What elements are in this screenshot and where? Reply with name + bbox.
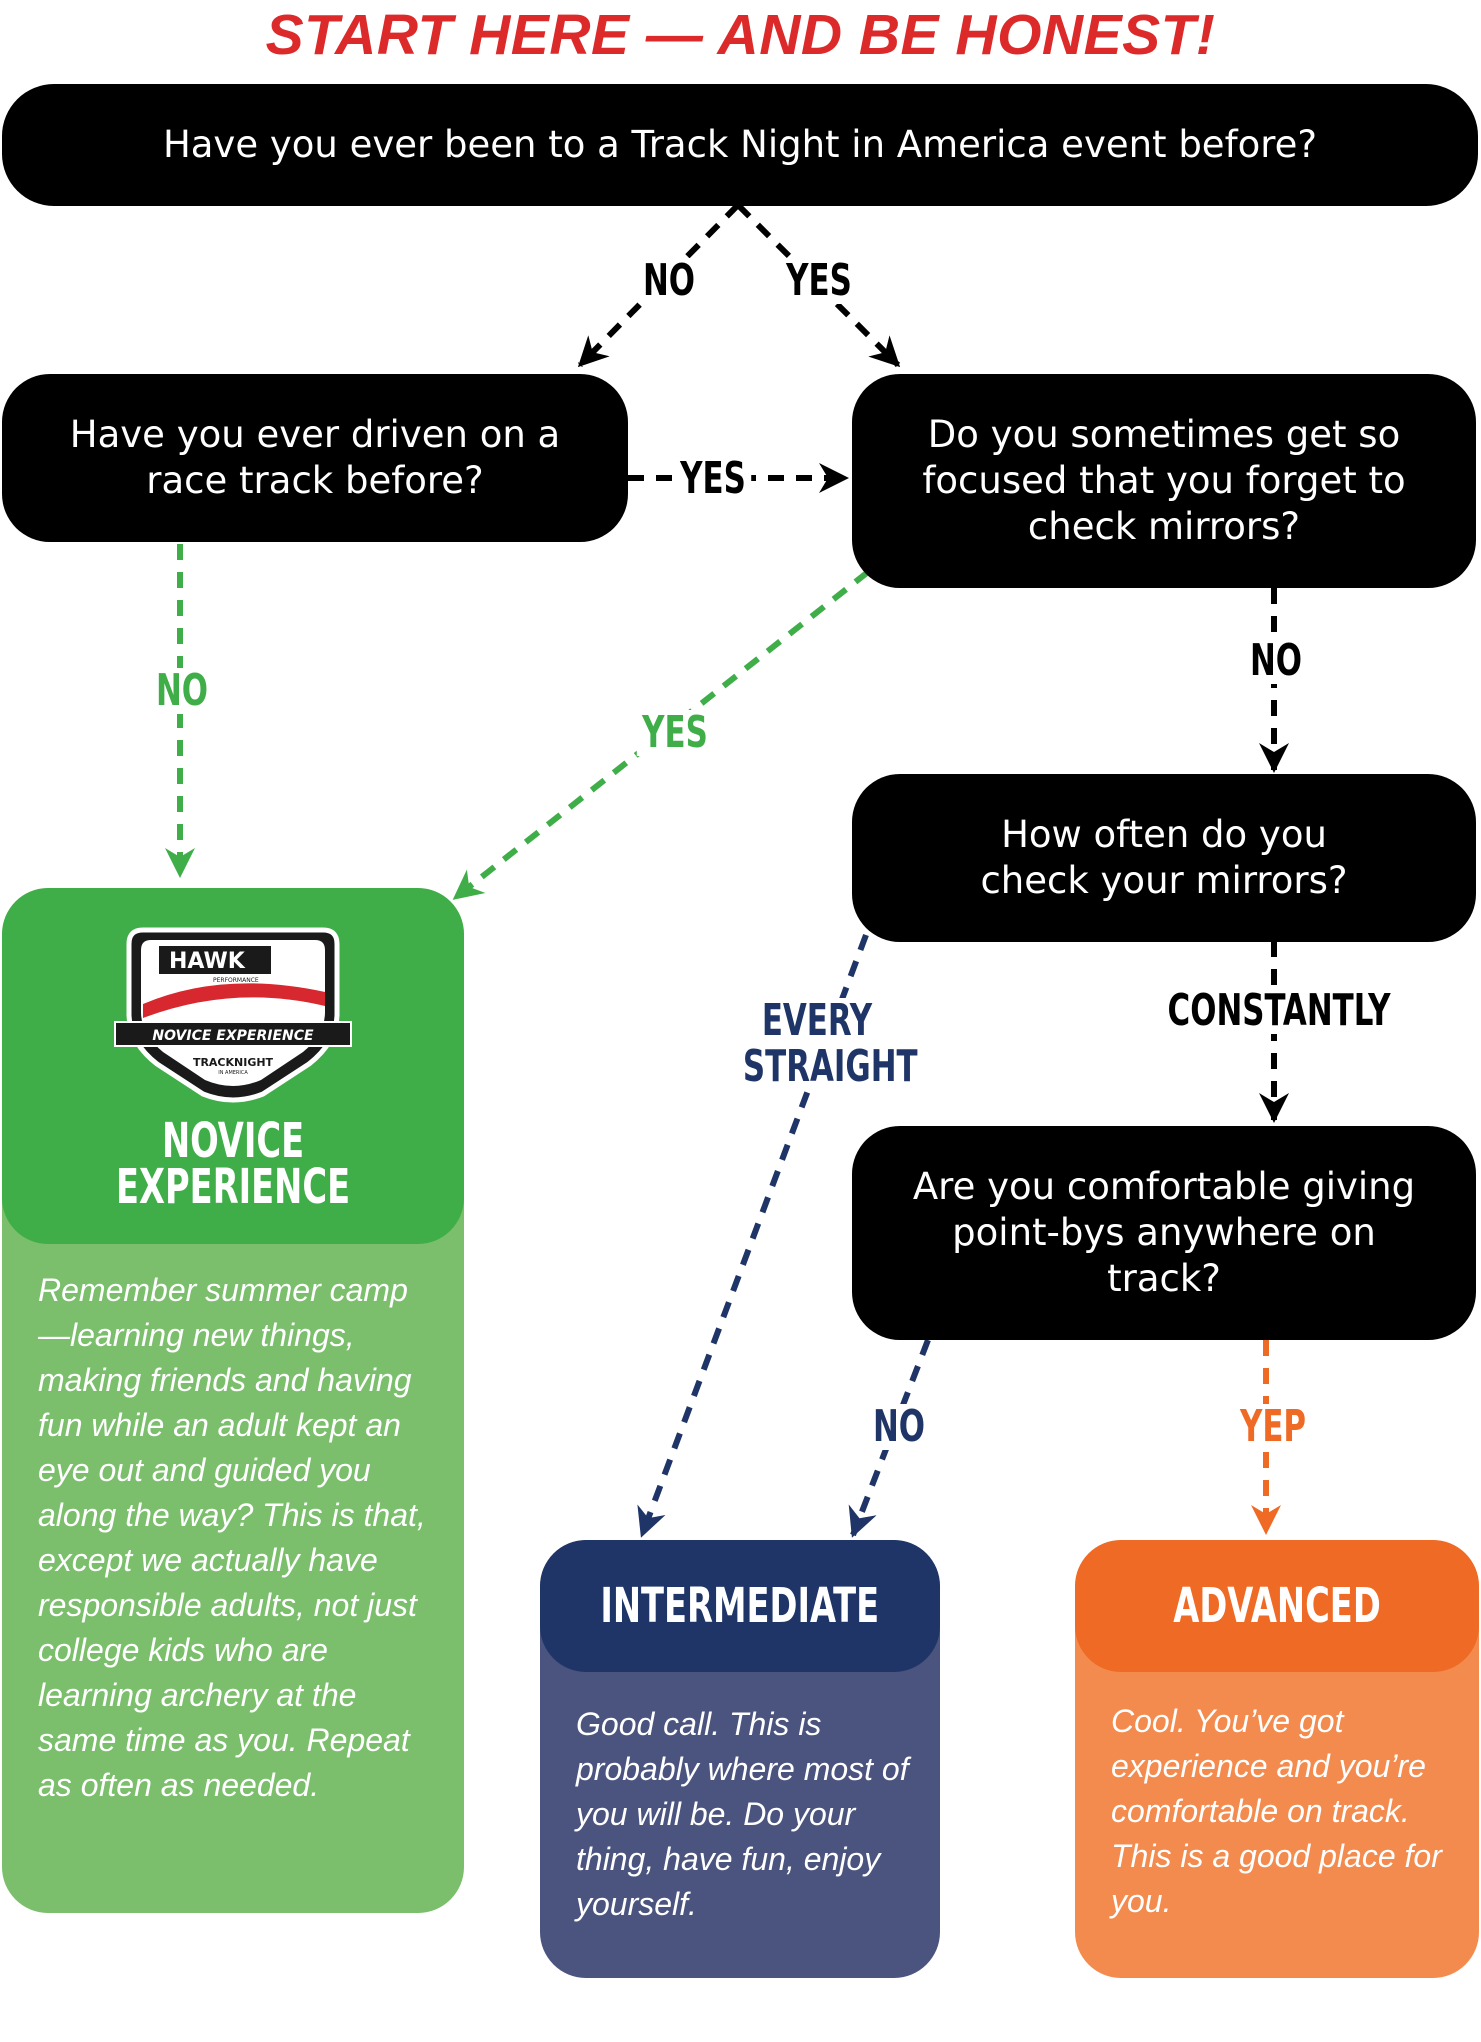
- result-advanced-description: Cool. You’ve got experience and you’re c…: [1111, 1703, 1442, 1919]
- label-every: EVERY: [761, 995, 873, 1046]
- result-intermediate-description: Good call. This is probably where most o…: [576, 1706, 909, 1922]
- label-q1-yes: YES: [780, 258, 858, 304]
- label-q4-constantly: CONSTANTLY: [1162, 988, 1396, 1034]
- label-q5-yep: YEP: [1234, 1404, 1312, 1450]
- result-intermediate-title: INTERMEDIATE: [600, 1578, 880, 1634]
- badge-partner-sub-text: IN AMERICA: [218, 1070, 248, 1076]
- result-advanced-title: ADVANCED: [1173, 1578, 1381, 1634]
- question-q2: Have you ever driven on a race track bef…: [2, 374, 628, 542]
- badge-red-swoosh: [143, 983, 325, 1018]
- label-q3-no: NO: [1245, 638, 1307, 684]
- label-q2-yes: YES: [674, 456, 752, 502]
- label-q2-no: NO: [151, 668, 213, 714]
- label-q3-yes: YES: [636, 710, 714, 756]
- question-q1: Have you ever been to a Track Night in A…: [2, 84, 1478, 206]
- label-q4-every-straight: EVERY STRAIGHT: [739, 995, 918, 1092]
- result-intermediate-header: INTERMEDIATE: [540, 1540, 940, 1672]
- badge-brand-text: HAWK: [169, 949, 246, 974]
- question-q4: How often do you check your mirrors?: [852, 774, 1476, 942]
- question-q5: Are you comfortable giving point-bys any…: [852, 1126, 1476, 1340]
- label-straight: STRAIGHT: [742, 1041, 918, 1092]
- badge-brand-bar: [159, 946, 271, 974]
- hawk-novice-experience-badge: HAWK PERFORMANCE NOVICE EXPERIENCE TRACK…: [114, 927, 352, 1103]
- badge-program-bar: [114, 1021, 352, 1047]
- result-novice-experience: HAWK PERFORMANCE NOVICE EXPERIENCE TRACK…: [2, 888, 464, 1913]
- result-advanced: ADVANCED Cool. You’ve got experience and…: [1075, 1540, 1479, 1978]
- result-novice-description: Remember summer camp—learning new things…: [38, 1272, 426, 1803]
- result-novice-header: HAWK PERFORMANCE NOVICE EXPERIENCE TRACK…: [2, 888, 464, 1244]
- edge-q5-no: [848, 1338, 931, 1538]
- result-intermediate: INTERMEDIATE Good call. This is probably…: [540, 1540, 940, 1978]
- novice-title-line1: NOVICE: [161, 1113, 305, 1169]
- edge-q4-every-straight: [637, 933, 869, 1538]
- label-q5-no: NO: [868, 1404, 930, 1450]
- page-title: START HERE — AND BE HONEST!: [265, 3, 1216, 67]
- question-q3: Do you sometimes get so focused that you…: [852, 374, 1476, 588]
- novice-title-line2: EXPERIENCE: [115, 1159, 351, 1215]
- badge-program-text: NOVICE EXPERIENCE: [152, 1028, 314, 1044]
- badge-brand-sub-text: PERFORMANCE: [213, 977, 259, 984]
- result-advanced-header: ADVANCED: [1075, 1540, 1479, 1672]
- result-novice-title: NOVICE EXPERIENCE: [115, 1113, 351, 1215]
- badge-partner-text: TRACKNIGHT: [193, 1056, 274, 1069]
- label-q1-no: NO: [638, 258, 700, 304]
- badge-inner-panel: [141, 940, 325, 1086]
